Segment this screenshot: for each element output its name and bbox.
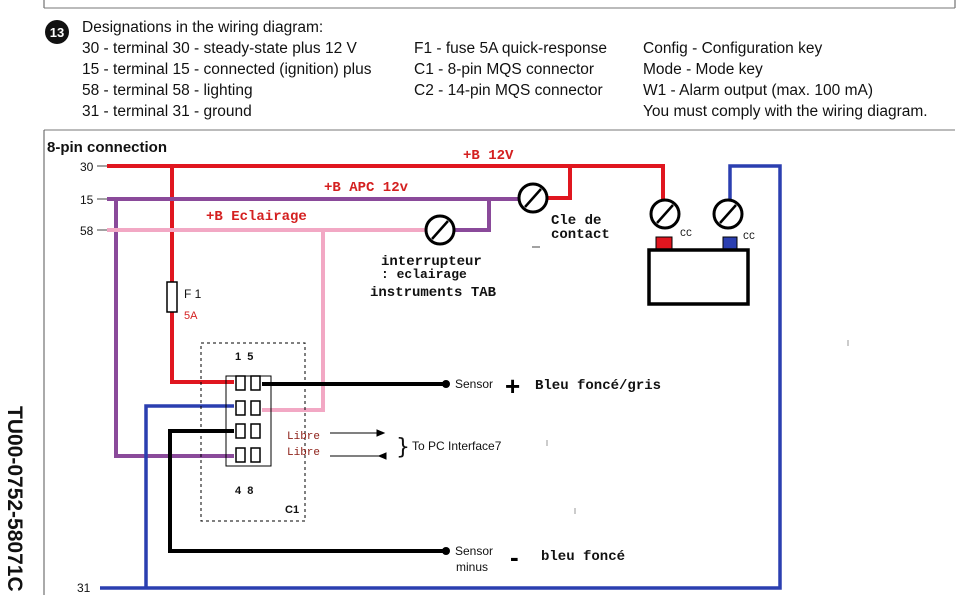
key-switch-label-1: Cle de (551, 213, 601, 229)
battery-icon (647, 236, 750, 306)
legend-item-w1: W1 - Alarm output (max. 100 mA) (643, 82, 873, 99)
brace-icon: } (396, 435, 410, 460)
legend-item-30: 30 - terminal 30 - steady-state plus 12 … (82, 40, 357, 57)
libre-label-2: Libre (287, 447, 320, 459)
meter-negative-icon (712, 198, 744, 230)
legend-item-config: Config - Configuration key (643, 40, 822, 57)
legend-title: Designations in the wiring diagram: (82, 19, 323, 36)
sensor-minus-label-1: Sensor (455, 544, 493, 558)
cc-label-negative: CC (743, 232, 755, 243)
legend-item-31: 31 - terminal 31 - ground (82, 103, 252, 120)
label-eclairage: +B Eclairage (206, 209, 307, 225)
terminal-31-label: 31 (77, 581, 91, 595)
key-switch (517, 182, 549, 214)
sensor-plus-color-note: Bleu foncé/gris (535, 378, 661, 394)
fuse-rating: 5A (184, 310, 198, 322)
wire-black (168, 382, 445, 553)
legend-item-f1: F1 - fuse 5A quick-response (414, 40, 607, 57)
step-number: 13 (50, 25, 64, 40)
connector-top-pins: 1 5 (235, 351, 253, 363)
connector-bottom-pins: 4 8 (235, 485, 253, 497)
legend-item-15: 15 - terminal 15 - connected (ignition) … (82, 61, 372, 78)
meter-positive-icon (649, 198, 681, 230)
legend-item-58: 58 - terminal 58 - lighting (82, 82, 253, 99)
arrow-left-icon (330, 452, 387, 460)
sensor-minus-label-2: minus (456, 560, 488, 574)
wire-red-12v (107, 164, 665, 384)
legend-item-c1: C1 - 8-pin MQS connector (414, 61, 594, 78)
pc-interface-label: To PC Interface7 (412, 439, 502, 453)
section-title: 8-pin connection (47, 139, 167, 156)
side-code: TU00-0752-58071C (3, 406, 26, 592)
wire-purple-apc (107, 197, 519, 458)
libre-label-1: Libre (287, 431, 320, 443)
connector-name: C1 (285, 504, 299, 516)
legend-item-mode: Mode - Mode key (643, 61, 763, 78)
wire-blue-ground (100, 164, 782, 590)
key-switch-label-2: contact (551, 227, 610, 243)
wire-pink-eclairage (107, 228, 425, 412)
sensor-minus-dot (442, 547, 450, 555)
sensor-plus-dot (442, 380, 450, 388)
light-switch-label-2: : eclairage (381, 267, 467, 282)
step-badge: 13 (45, 20, 69, 44)
arrow-right-icon (330, 429, 386, 437)
light-switch (424, 214, 456, 246)
cc-label-positive: CC (680, 229, 692, 240)
sensor-minus-color-note: bleu foncé (541, 549, 625, 565)
plus-sign-icon: + (505, 371, 520, 401)
terminal-30-label: 30 (80, 160, 94, 174)
legend-note-comply: You must comply with the wiring diagram. (643, 103, 928, 120)
fuse-icon (166, 281, 178, 313)
label-apc: +B APC 12v (324, 180, 409, 196)
fuse-label: F 1 (184, 287, 202, 301)
terminal-58-label: 58 (80, 224, 94, 238)
sensor-plus-label: Sensor (455, 377, 493, 391)
connector-c1 (200, 342, 306, 522)
label-b12v: +B 12V (463, 148, 514, 164)
terminal-15-label: 15 (80, 193, 94, 207)
minus-sign-icon: - (510, 542, 519, 572)
legend-item-c2: C2 - 14-pin MQS connector (414, 82, 603, 99)
light-switch-label-3: instruments TAB (370, 285, 497, 301)
light-switch-label-1: interrupteur (381, 254, 482, 270)
